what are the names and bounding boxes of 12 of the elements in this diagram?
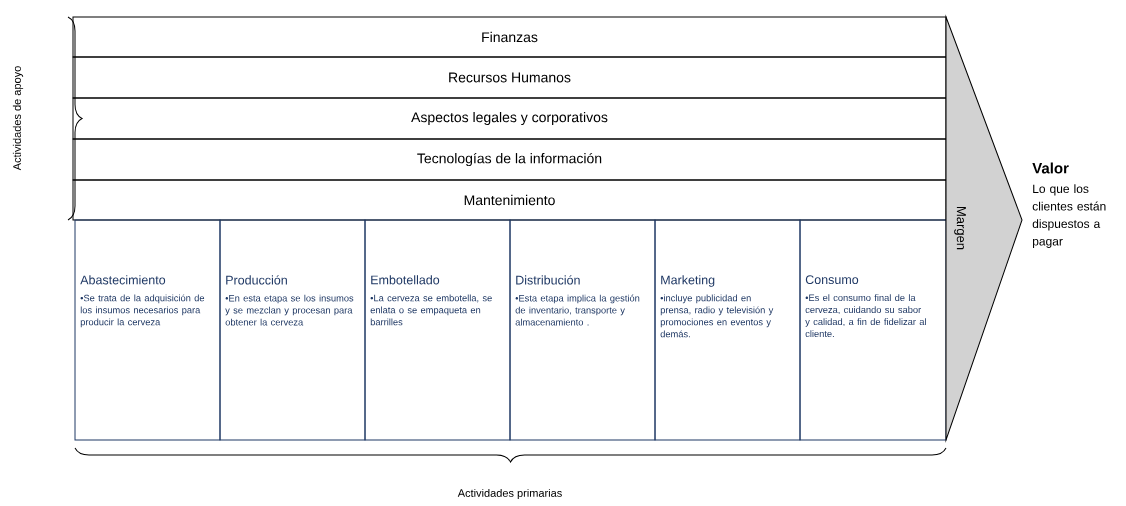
brace-label: Actividades primarias xyxy=(457,488,562,500)
support-band: Mantenimiento xyxy=(72,179,947,221)
activity-box: Marketing •incluye publicidad en prensa, radio y televisión y promociones en eventos y demás. xyxy=(654,219,801,441)
activity-box: Distribución •Esta etapa implica la gestión de inventario, transporte y almacenamiento . xyxy=(509,219,656,441)
support-band: Recursos Humanos xyxy=(72,56,947,99)
support-band: Finanzas xyxy=(72,16,947,58)
activity-box: Embotellado •La cerveza se embotella, se enlata o se empaqueta en barrilles xyxy=(364,219,511,441)
support-band: Tecnologías de la información xyxy=(72,138,947,181)
activity-box: Producción •En esta etapa se los insumos y se mezclan y procesan para obtener la cerveza xyxy=(219,219,366,441)
support-band: Aspectos legales y corporativos xyxy=(72,97,947,140)
brace-label: Actividades de apoyo xyxy=(12,66,24,171)
activity-box: Abastecimiento •Se trata de la adquisición de los insumos necesarios para producir la cerveza xyxy=(74,219,221,441)
